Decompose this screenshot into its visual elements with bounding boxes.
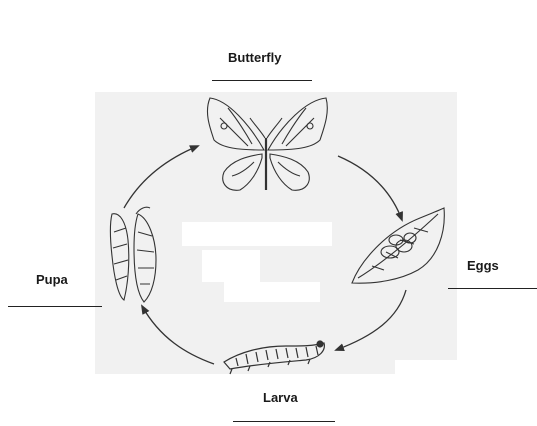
- butterfly-icon: [207, 98, 327, 190]
- pupa-icon: [111, 207, 157, 302]
- larva-label: Larva: [263, 390, 298, 405]
- butterfly-label: Butterfly: [228, 50, 281, 65]
- pupa-label: Pupa: [36, 272, 68, 287]
- arrow-eggs-to-larva: [336, 290, 406, 350]
- pupa-answer-line: [8, 306, 102, 307]
- eggs-on-leaf-icon: [352, 208, 444, 283]
- arrow-butterfly-to-eggs: [338, 156, 402, 220]
- arrow-larva-to-pupa: [142, 306, 214, 364]
- background-blotches: [182, 222, 457, 374]
- butterfly-answer-line: [212, 80, 312, 81]
- larva-icon: [224, 341, 324, 374]
- arrow-pupa-to-butterfly: [124, 146, 198, 208]
- eggs-answer-line: [448, 288, 537, 289]
- larva-answer-line: [233, 421, 335, 422]
- eggs-label: Eggs: [467, 258, 499, 273]
